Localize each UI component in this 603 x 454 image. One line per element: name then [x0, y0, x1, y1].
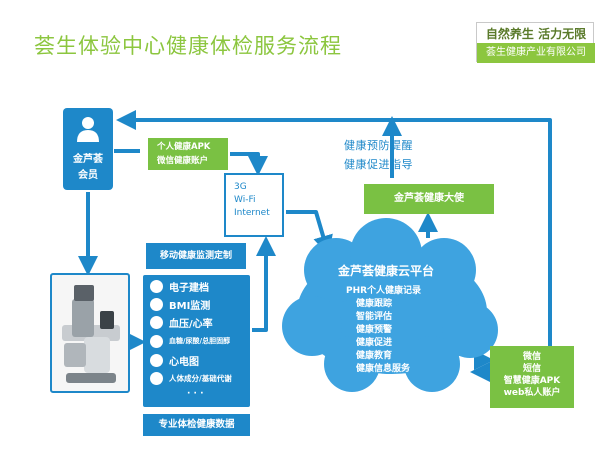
network-line2: Wi-Fi — [234, 195, 256, 205]
body-composition-icon — [150, 372, 163, 385]
pro-exam-data-label: 专业体检健康数据 — [143, 414, 250, 436]
member-box: 金芦荟 会员 — [63, 108, 113, 190]
cloud-item: 健康促进 — [356, 338, 393, 348]
channel-item: 微信 — [522, 352, 541, 362]
mobile-monitor-title: 移动健康监测定制 — [146, 243, 246, 269]
monitor-list: 电子建档 BMI监测 血压/心率 血糖/尿酸/总胆固醇 心电图 人体成分/基础代… — [143, 275, 250, 407]
monitor-item: 血压/心率 — [169, 319, 213, 330]
cloud-title: 金芦荟健康云平台 — [338, 264, 435, 278]
prevention-line2: 健康促进指导 — [344, 158, 413, 171]
arrow-network-to-cloud — [286, 210, 333, 256]
network-line1: 3G — [234, 182, 247, 192]
member-line1: 金芦荟 — [73, 154, 103, 165]
network-box: 3G Wi-Fi Internet — [224, 173, 284, 237]
cloud-shape — [282, 218, 498, 392]
prevention-text: 健康预防提醒 健康促进指导 — [344, 136, 413, 174]
apk-box: 个人健康APK 微信健康账户 — [148, 138, 228, 170]
arrow-apk-to-network — [230, 152, 268, 176]
slogan-text: 自然养生 活力无限 — [485, 27, 587, 41]
ecg-icon — [150, 354, 163, 367]
monitor-item: 电子建档 — [169, 283, 209, 294]
ambassador-box: 金芦荟健康大使 — [364, 184, 494, 214]
scale-icon — [150, 298, 163, 311]
blood-test-icon — [150, 335, 163, 348]
monitor-item: 人体成分/基础代谢 — [169, 374, 232, 383]
blood-pressure-icon — [150, 316, 163, 329]
page-title: 荟生体验中心健康体检服务流程 — [34, 34, 342, 58]
slogan-badge: 自然养生 活力无限 荟生健康产业有限公司 — [476, 22, 595, 63]
cloud-item: 健康信息服务 — [356, 364, 411, 374]
member-line2: 会员 — [78, 170, 98, 181]
prevention-line1: 健康预防提醒 — [344, 139, 413, 152]
cloud-item: 智能评估 — [356, 312, 393, 322]
cloud-item: 健康教育 — [356, 351, 393, 361]
apk-line1: 个人健康APK — [157, 142, 211, 152]
channels-box: 微信 短信 智慧健康APK web私人账户 — [490, 346, 574, 408]
monitor-item: 心电图 — [169, 357, 199, 368]
monitor-item: BMI监测 — [169, 301, 211, 312]
monitor-item: 血糖/尿酸/总胆固醇 — [169, 337, 231, 345]
channel-item: web私人账户 — [503, 388, 561, 398]
company-name: 荟生健康产业有限公司 — [477, 43, 595, 63]
arrow-list-to-network — [252, 236, 276, 332]
person-icon — [77, 117, 99, 142]
health-kiosk-image — [50, 273, 130, 393]
apk-line2: 微信健康账户 — [157, 156, 209, 166]
cloud-item: PHR个人健康记录 — [346, 286, 422, 296]
kiosk-machine-icon — [62, 285, 120, 383]
cloud-item: 健康跟踪 — [356, 299, 393, 309]
monitor-item-more: · · · — [187, 389, 204, 399]
cloud-item: 健康预警 — [356, 325, 393, 335]
channel-item: 短信 — [522, 364, 541, 374]
channel-item: 智慧健康APK — [503, 376, 561, 386]
document-icon — [150, 280, 163, 293]
arrow-return-to-member — [116, 110, 552, 350]
network-line3: Internet — [234, 208, 270, 218]
